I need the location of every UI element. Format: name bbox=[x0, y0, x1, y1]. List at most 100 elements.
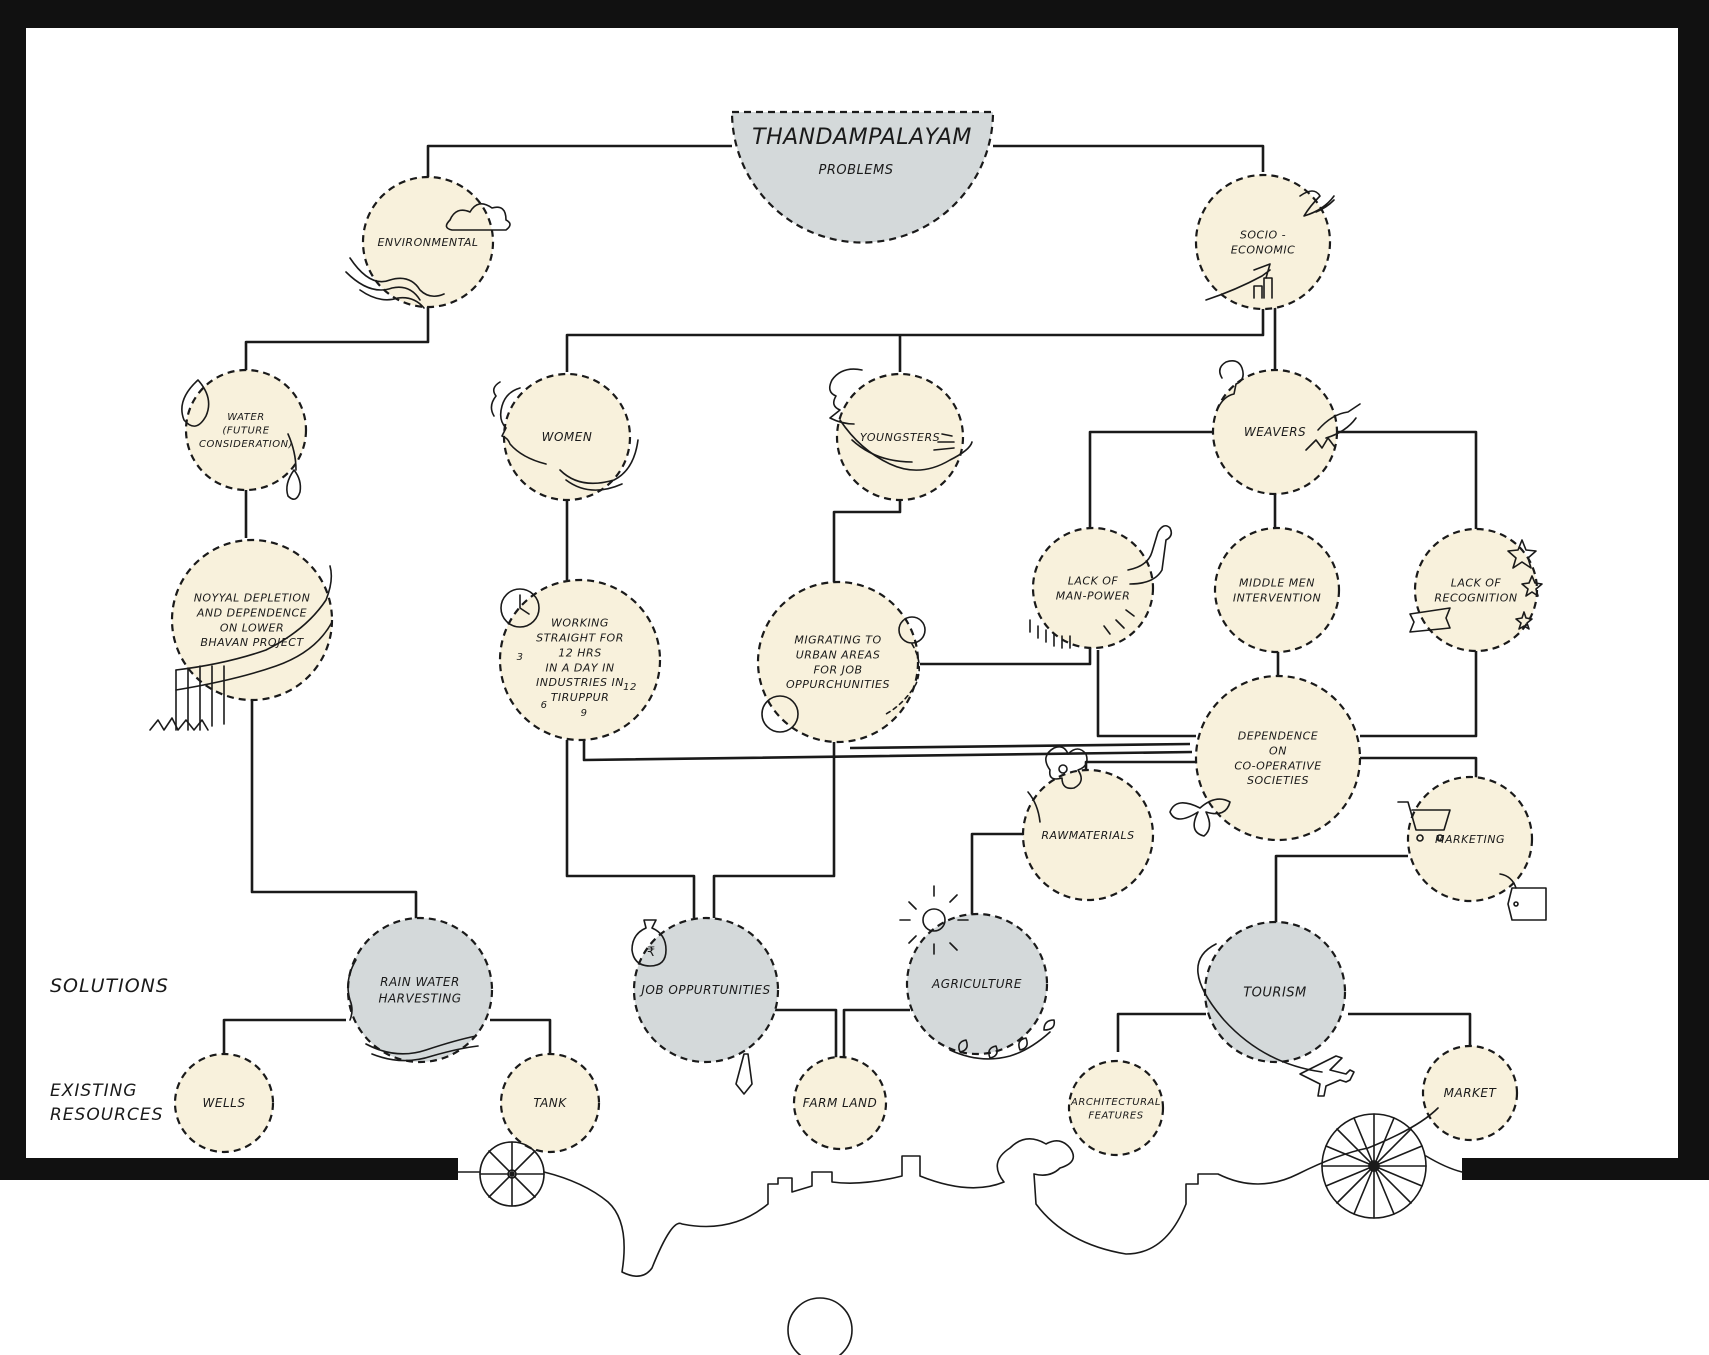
node-label: ENVIRONMENTAL bbox=[377, 236, 478, 249]
rupee-icon: ₹ bbox=[647, 945, 655, 960]
node-lack-manpower: LACK OF MAN-POWER bbox=[1031, 526, 1155, 650]
price-tag-icon bbox=[1499, 873, 1547, 921]
node-circle bbox=[361, 175, 495, 309]
node-rain-water: RAIN WATER HARVESTING bbox=[346, 916, 494, 1064]
node-label: OPPURCHUNITIES bbox=[786, 678, 890, 691]
node-label: AGRICULTURE bbox=[931, 977, 1022, 991]
node-label: INTERVENTION bbox=[1233, 591, 1321, 604]
node-label: TOURISM bbox=[1243, 986, 1307, 1001]
node-middle-men: MIDDLE MEN INTERVENTION bbox=[1213, 526, 1341, 654]
node-label: FOR JOB bbox=[813, 663, 862, 676]
node-circle bbox=[346, 916, 494, 1064]
wheel-icon bbox=[479, 1141, 545, 1207]
edge-lackman-dependence bbox=[1096, 650, 1196, 738]
edge-farm-jobs bbox=[768, 1008, 838, 1058]
node-label: WEAVERS bbox=[1244, 425, 1306, 439]
cloud-icon bbox=[445, 203, 511, 231]
node-label: RAIN WATER bbox=[380, 975, 460, 989]
node-environmental: ENVIRONMENTAL bbox=[361, 175, 495, 309]
node-label: MARKET bbox=[1444, 1086, 1498, 1100]
node-label: HARVESTING bbox=[378, 991, 461, 1005]
resources-label: RESOURCES bbox=[50, 1105, 163, 1125]
star-icon bbox=[1507, 539, 1543, 630]
node-label: SOCIO - bbox=[1240, 228, 1286, 241]
orbit-ring-icon bbox=[1197, 943, 1323, 1073]
flexed-arm-icon bbox=[1127, 524, 1173, 585]
solutions-label: SOLUTIONS bbox=[50, 975, 169, 997]
node-label: AND DEPENDENCE bbox=[196, 606, 307, 619]
butterfly-icon bbox=[1169, 798, 1231, 837]
edge-migrating-dependence bbox=[849, 742, 1191, 750]
node-label: NOYYAL DEPLETION bbox=[194, 592, 311, 605]
clock-icon bbox=[500, 588, 540, 628]
node-label: CONSIDERATION) bbox=[199, 439, 293, 450]
node-label: TIRUPPUR bbox=[551, 691, 610, 704]
node-label: ON LOWER bbox=[220, 621, 284, 634]
gear-teeth-icon bbox=[1029, 609, 1135, 649]
node-circle bbox=[632, 916, 780, 1064]
node-circle bbox=[184, 368, 308, 492]
sketch-layer: ₹ bbox=[149, 190, 1547, 1355]
edge-migrating-lackman bbox=[920, 648, 1092, 666]
header-semicircle bbox=[730, 110, 995, 244]
node-label: BHAVAN PROJECT bbox=[200, 636, 304, 649]
edge-weavers-recognition bbox=[1336, 430, 1478, 530]
node-circle bbox=[1067, 1059, 1165, 1157]
river-waves-icon bbox=[345, 257, 445, 309]
rising-chart-icon bbox=[1205, 263, 1273, 301]
node-label: TANK bbox=[533, 1096, 567, 1110]
edge-raw-agriculture bbox=[970, 832, 1032, 918]
leaves-vine-icon bbox=[949, 1019, 1056, 1060]
skyline-outline bbox=[457, 1107, 1463, 1355]
edge-youngsters-migrating bbox=[832, 500, 902, 584]
node-farm-land: FARM LAND bbox=[792, 1055, 888, 1151]
side-labels: SOLUTIONS EXISTING RESOURCES bbox=[50, 975, 169, 1125]
page-subtitle: PROBLEMS bbox=[819, 163, 894, 178]
header: THANDAMPALAYAM PROBLEMS bbox=[730, 110, 995, 244]
woman-face-icon bbox=[490, 381, 639, 491]
node-label: ECONOMIC bbox=[1231, 243, 1296, 256]
node-label: MAN-POWER bbox=[1056, 589, 1130, 602]
existing-label: EXISTING bbox=[50, 1081, 137, 1101]
airplane-icon bbox=[1299, 1055, 1355, 1097]
node-label: URBAN AREAS bbox=[796, 648, 881, 661]
node-market: MARKET bbox=[1421, 1044, 1519, 1142]
node-label: JOB OPPURTUNITIES bbox=[639, 983, 770, 997]
node-circle bbox=[756, 580, 920, 744]
water-drop-icon bbox=[181, 379, 302, 500]
edge-arch-tourism bbox=[1116, 1012, 1206, 1052]
node-tank: TANK bbox=[499, 1052, 601, 1154]
rain-waves-icon bbox=[347, 959, 479, 1062]
node-socio-economic: SOCIO - ECONOMIC bbox=[1194, 173, 1332, 311]
node-label: DEPENDENCE bbox=[1238, 730, 1319, 743]
node-label: MIDDLE MEN bbox=[1239, 576, 1315, 589]
node-label: WOMEN bbox=[542, 430, 593, 444]
tie-icon bbox=[735, 1053, 753, 1095]
shopping-cart-icon bbox=[1397, 801, 1451, 842]
node-circle bbox=[1406, 775, 1534, 903]
hibiscus-icon bbox=[1027, 746, 1088, 823]
clock-number: 6 bbox=[541, 700, 548, 711]
node-label: YOUNGSTERS bbox=[860, 431, 940, 444]
edge-migrating-jobs bbox=[712, 742, 836, 918]
node-circle bbox=[1211, 368, 1339, 496]
node-label: LACK OF bbox=[1068, 574, 1119, 587]
node-marketing: MARKETING bbox=[1406, 775, 1534, 903]
node-circle bbox=[173, 1052, 275, 1154]
node-label: (FUTURE bbox=[222, 426, 269, 437]
node-label: ON bbox=[1269, 744, 1287, 757]
clock-number: 3 bbox=[517, 652, 524, 663]
node-label: SOCIETIES bbox=[1247, 774, 1309, 787]
edge-noyyal-rainwater bbox=[250, 700, 418, 930]
node-circle bbox=[1021, 768, 1155, 902]
node-label: ARCHITECTURAL bbox=[1070, 1097, 1161, 1108]
edge-marketing-tourism bbox=[1274, 854, 1408, 926]
clock-number: 9 bbox=[581, 708, 588, 719]
node-circle bbox=[792, 1055, 888, 1151]
